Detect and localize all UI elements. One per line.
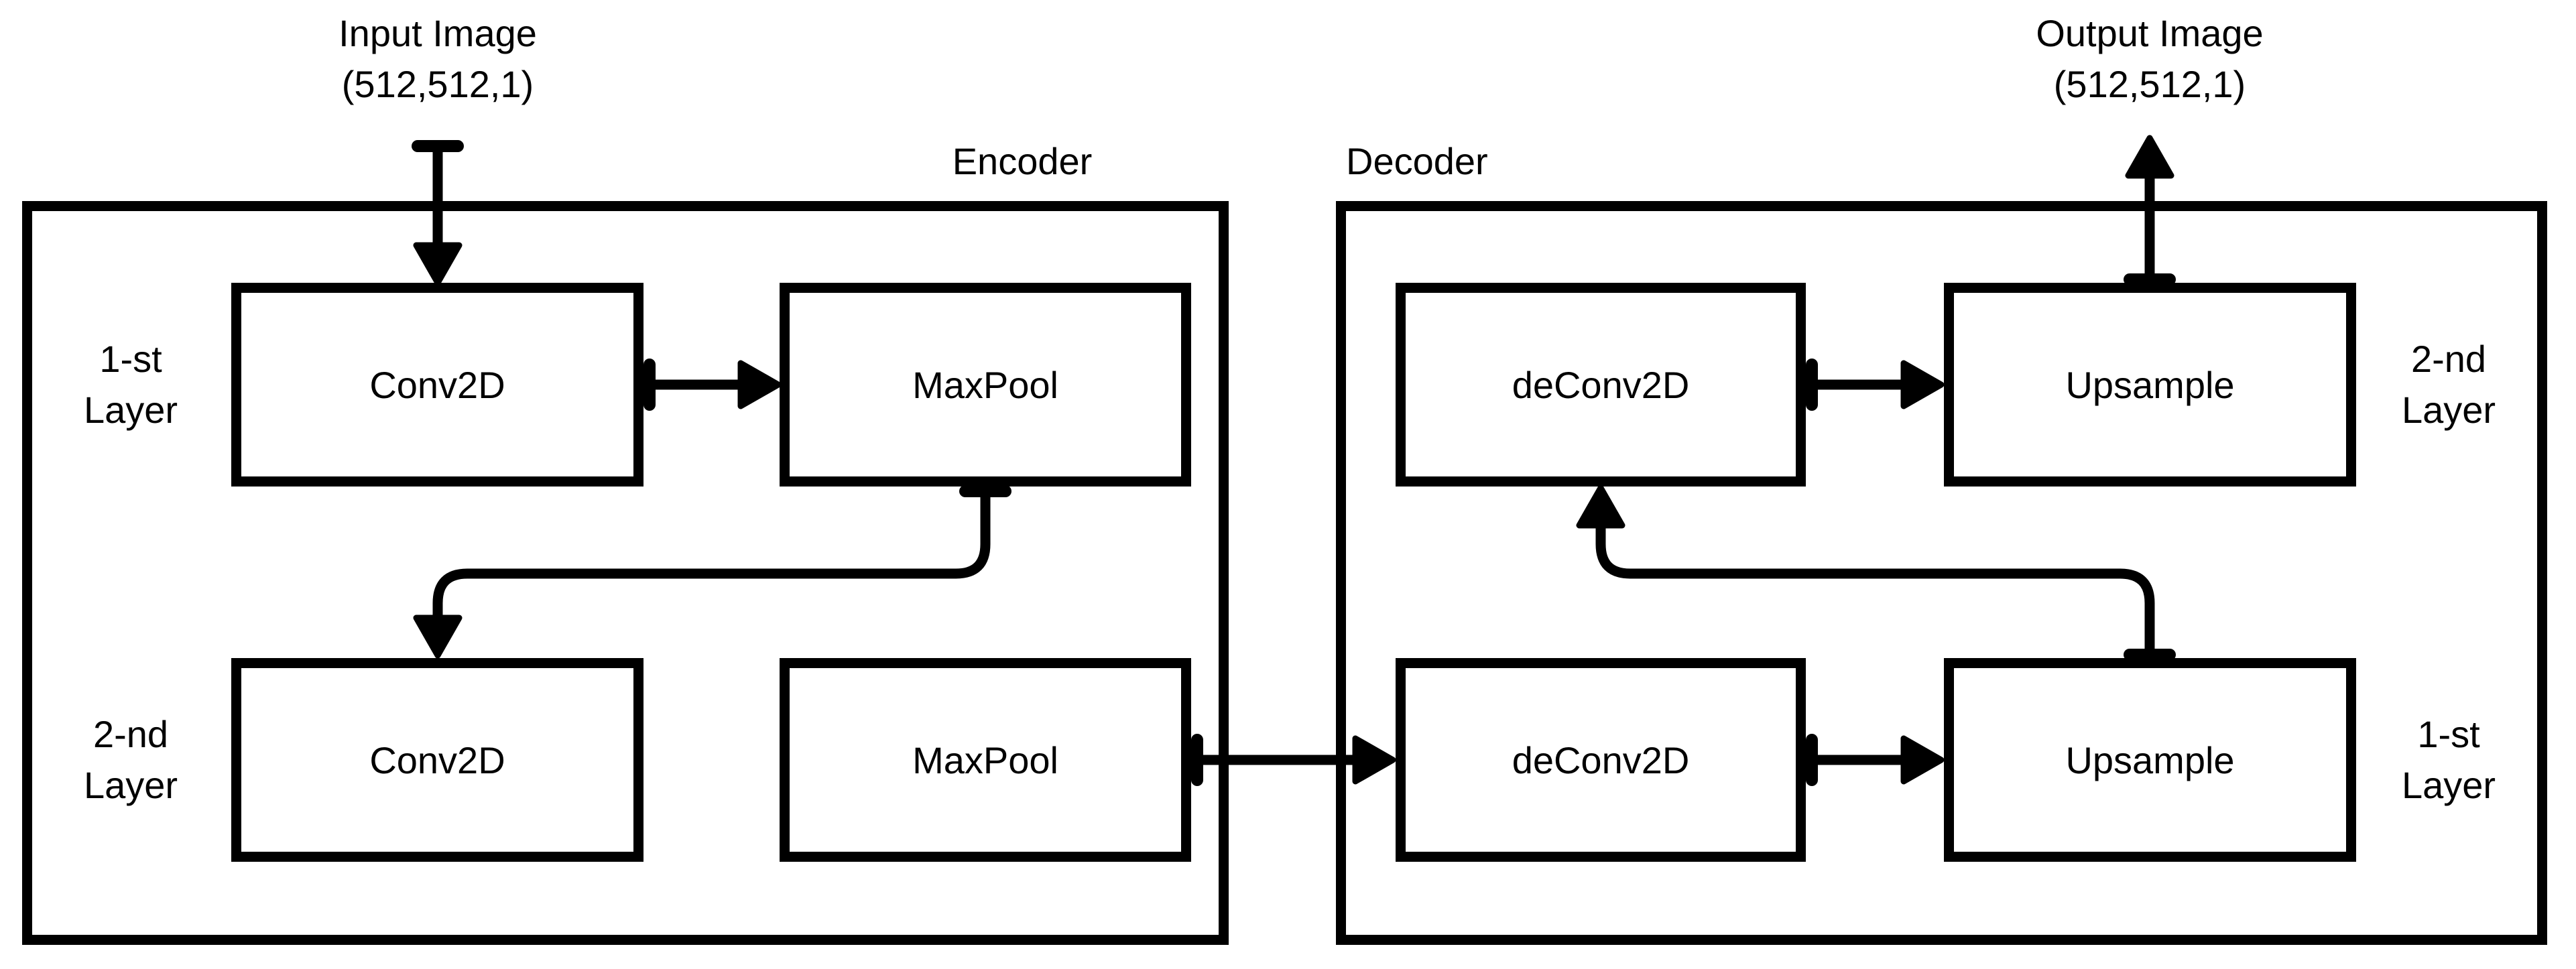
- decoder-upsample-layer2-box: Upsample: [1944, 283, 2356, 487]
- decoder-layer1-label-line2: Layer: [2401, 764, 2496, 806]
- encoder-title: Encoder: [952, 140, 1093, 182]
- decoder-layer2-label-line2: Layer: [2401, 389, 2496, 431]
- output-image-shape: (512,512,1): [2053, 63, 2246, 105]
- input-image-title: Input Image: [339, 12, 537, 54]
- output-image-label: Output Image (512,512,1): [1942, 8, 2357, 110]
- encoder-maxpool-layer2-box: MaxPool: [780, 658, 1191, 862]
- encoder-maxpool-layer1-text: MaxPool: [912, 363, 1058, 406]
- decoder-layer2-label: 2-nd Layer: [2345, 334, 2553, 436]
- encoder-layer1-label-line2: Layer: [83, 389, 178, 431]
- decoder-deconv2d-layer2-box: deConv2D: [1396, 283, 1806, 487]
- encoder-conv2d-layer2-text: Conv2D: [369, 738, 505, 781]
- decoder-upsample-layer1-box: Upsample: [1944, 658, 2356, 862]
- encoder-maxpool-layer1-box: MaxPool: [780, 283, 1191, 487]
- decoder-layer1-label: 1-st Layer: [2345, 709, 2553, 811]
- decoder-deconv2d-layer1-text: deConv2D: [1512, 738, 1690, 781]
- input-image-label: Input Image (512,512,1): [230, 8, 646, 110]
- decoder-deconv2d-layer2-text: deConv2D: [1512, 363, 1690, 406]
- encoder-conv2d-layer1-text: Conv2D: [369, 363, 505, 406]
- encoder-layer2-label-line2: Layer: [83, 764, 178, 806]
- encoder-layer1-label-line1: 1-st: [99, 338, 162, 380]
- encoder-layer2-label-line1: 2-nd: [93, 713, 169, 755]
- decoder-layer1-label-line1: 1-st: [2417, 713, 2480, 755]
- decoder-layer2-label-line1: 2-nd: [2410, 338, 2487, 380]
- decoder-upsample-layer1-text: Upsample: [2065, 738, 2235, 781]
- decoder-title: Decoder: [1346, 140, 1488, 182]
- encoder-maxpool-layer2-text: MaxPool: [912, 738, 1058, 781]
- decoder-upsample-layer2-text: Upsample: [2065, 363, 2235, 406]
- encoder-conv2d-layer1-box: Conv2D: [231, 283, 643, 487]
- input-image-shape: (512,512,1): [341, 63, 534, 105]
- encoder-conv2d-layer2-box: Conv2D: [231, 658, 643, 862]
- encoder-layer2-label: 2-nd Layer: [27, 709, 235, 811]
- decoder-deconv2d-layer1-box: deConv2D: [1396, 658, 1806, 862]
- encoder-layer1-label: 1-st Layer: [27, 334, 235, 436]
- output-image-title: Output Image: [2036, 12, 2264, 54]
